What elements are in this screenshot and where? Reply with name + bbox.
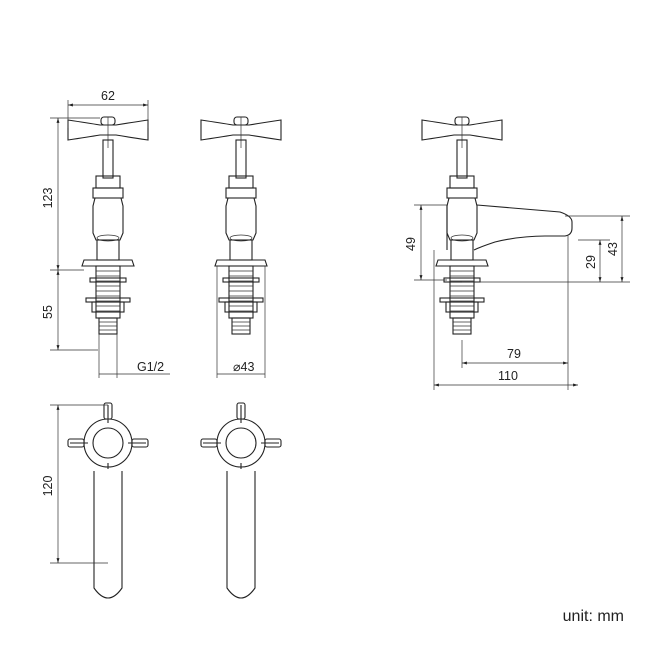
dim-label-123: 123 — [41, 188, 55, 209]
dim-label-110: 110 — [498, 369, 518, 383]
tap-front-view-1 — [67, 116, 149, 335]
dim-outlet-heights: 29 43 — [462, 215, 630, 283]
dim-handle-width: 62 — [67, 89, 149, 128]
dim-thread: G1/2 — [98, 334, 170, 378]
dim-label-79: 79 — [507, 347, 521, 361]
dim-total-height: 123 — [41, 117, 100, 271]
dim-label-29: 29 — [584, 255, 598, 269]
dim-base-diameter: ⌀43 — [216, 266, 266, 378]
dim-spout-height: 49 — [404, 204, 447, 281]
unit-label: unit: mm — [562, 608, 624, 625]
dim-total-reach: 110 — [433, 250, 578, 390]
dim-label-thread: G1/2 — [137, 360, 164, 374]
tap-plan-view-1 — [67, 402, 149, 599]
dim-label-55: 55 — [41, 305, 55, 319]
tap-front-view-2 — [200, 116, 282, 335]
dim-label-120: 120 — [41, 476, 55, 497]
dim-label-49: 49 — [404, 237, 418, 251]
dim-label-43: 43 — [606, 242, 620, 256]
dim-label-62: 62 — [101, 89, 115, 103]
dim-plan-length: 120 — [41, 404, 108, 564]
tap-side-view — [421, 116, 573, 335]
tap-plan-view-2 — [200, 402, 282, 599]
dim-label-diameter: ⌀43 — [233, 360, 254, 374]
dim-spout-reach: 79 — [461, 236, 569, 390]
dim-shank-length: 55 — [41, 270, 98, 351]
